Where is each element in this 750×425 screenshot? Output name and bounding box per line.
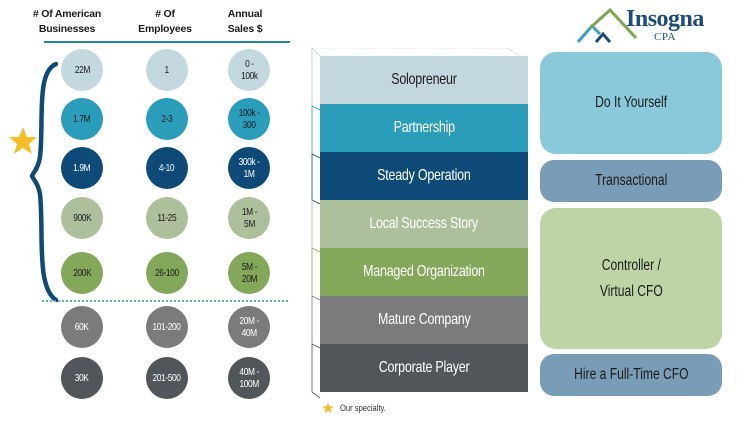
- service-transactional: Transactional: [540, 160, 722, 202]
- businesses-circle: 30K: [61, 357, 103, 399]
- brace-icon: [30, 62, 58, 302]
- stage-local-success-story: Local Success Story: [320, 200, 528, 248]
- businesses-circle: 900K: [61, 197, 103, 239]
- stage-corporate-player: Corporate Player: [320, 344, 528, 392]
- businesses-circle: 60K: [61, 306, 103, 348]
- service-controller-virtual-cfo: Controller / Virtual CFO: [540, 208, 722, 349]
- service-full-time-cfo: Hire a Full-Time CFO: [540, 354, 722, 396]
- businesses-circle: 200K: [61, 252, 103, 294]
- legend-label: Our specialty.: [340, 402, 386, 414]
- employees-circle: 1: [146, 49, 188, 91]
- logo-subtitle: CPA: [654, 31, 676, 43]
- legend: Our specialty.: [322, 402, 397, 414]
- stage-managed-organization: Managed Organization: [320, 248, 528, 296]
- businesses-circle: 1.7M: [61, 98, 103, 140]
- stage-steady-operation: Steady Operation: [320, 152, 528, 200]
- star-icon: [9, 127, 37, 154]
- sales-circle: 5M - 20M: [228, 252, 270, 294]
- employees-circle: 2-3: [146, 98, 188, 140]
- header-businesses: # Of American Businesses: [32, 8, 102, 35]
- sales-circle: 20M - 40M: [228, 306, 270, 348]
- header-sales: Annual Sales $: [227, 8, 263, 35]
- employees-circle: 26-100: [146, 252, 188, 294]
- header-employees: # Of Employees: [138, 8, 192, 35]
- stage-mature-company: Mature Company: [320, 296, 528, 344]
- stack-side-edges: [311, 48, 521, 399]
- sales-circle: 100k - 300: [228, 98, 270, 140]
- mountains-icon: [576, 8, 638, 43]
- service-do-it-yourself: Do It Yourself: [540, 52, 722, 154]
- company-logo: Insogna CPA: [576, 6, 746, 46]
- employees-circle: 201-500: [146, 357, 188, 399]
- stage-solopreneur: Solopreneur: [320, 56, 528, 104]
- employees-circle: 4-10: [146, 147, 188, 189]
- businesses-circle: 1.9M: [61, 147, 103, 189]
- sales-circle: 40M - 100M: [228, 357, 270, 399]
- employees-circle: 101-200: [146, 306, 188, 348]
- star-icon: [322, 402, 334, 414]
- sales-circle: 0 - 100k: [228, 49, 270, 91]
- sales-circle: 300k - 1M: [228, 147, 270, 189]
- header-divider: [44, 41, 290, 43]
- businesses-circle: 22M: [61, 49, 103, 91]
- sales-circle: 1M - 5M: [228, 197, 270, 239]
- logo-name: Insogna: [626, 6, 704, 32]
- employees-circle: 11-25: [146, 197, 188, 239]
- specialty-divider: [42, 300, 288, 302]
- stage-partnership: Partnership: [320, 104, 528, 152]
